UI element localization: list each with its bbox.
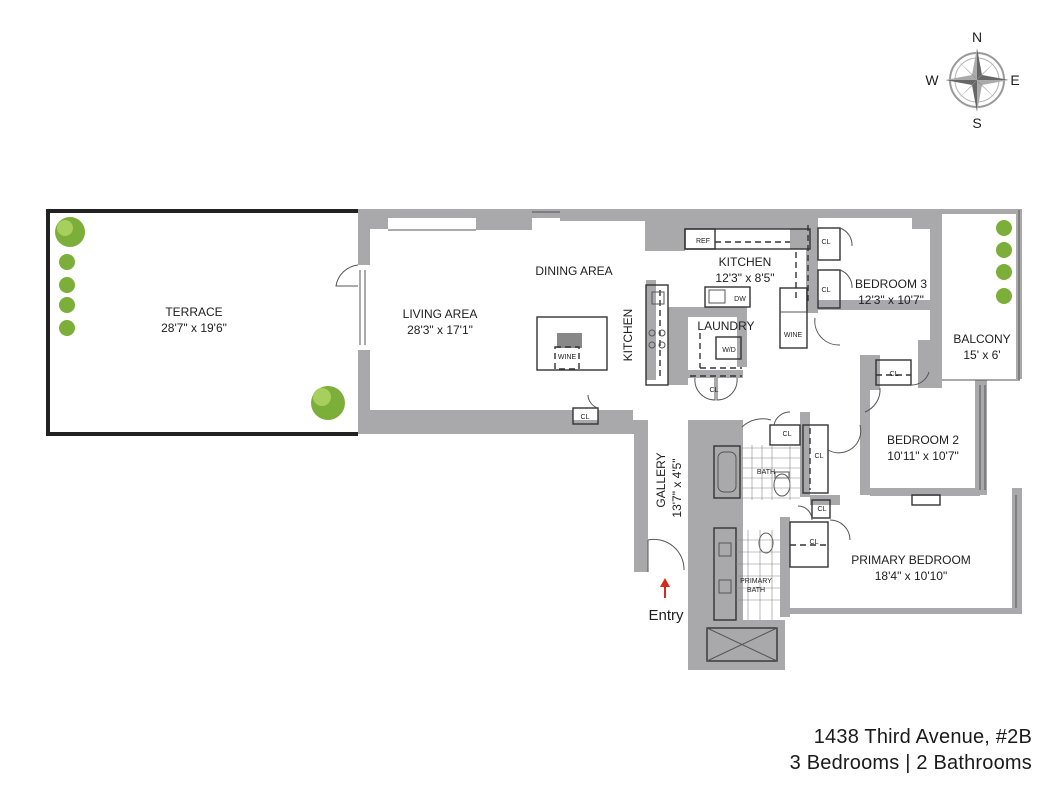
balcony-name: BALCONY <box>953 332 1010 346</box>
bedroom3-size: 12'3" x 10'7" <box>858 293 924 307</box>
closet-label: CL <box>710 387 719 394</box>
primary-bath-label-1: PRIMARY <box>740 578 772 585</box>
compass-s: S <box>972 115 981 131</box>
closet-label: CL <box>815 453 824 460</box>
closet-label: CL <box>810 539 819 546</box>
kitchen-size: 12'3" x 8'5" <box>715 271 774 285</box>
compass-e: E <box>1010 72 1019 88</box>
listing-address: 1438 Third Avenue, #2B <box>813 726 1032 748</box>
kitchen-vertical-label: KITCHEN <box>621 309 635 362</box>
compass-n: N <box>972 29 982 45</box>
shrub-icon <box>59 254 75 336</box>
balcony-size: 15' x 6' <box>963 348 1000 362</box>
fixture-labels: REF DW W/D WINE WINE CL CL CL CL CL CL C… <box>558 238 899 546</box>
closet-label: CL <box>822 239 831 246</box>
wine-label: WINE <box>558 354 577 361</box>
living-size: 28'3" x 17'1" <box>407 323 473 337</box>
primary-bedroom-name: PRIMARY BEDROOM <box>851 553 971 567</box>
gallery-size: 13'7" x 4'5" <box>670 458 684 517</box>
tree-icon <box>311 386 345 420</box>
terrace-size: 28'7" x 19'6" <box>161 321 227 335</box>
kitchen-name: KITCHEN <box>719 255 772 269</box>
wd-label: W/D <box>722 347 736 354</box>
compass-rose-icon: N S E W <box>925 29 1019 131</box>
laundry-label: LAUNDRY <box>697 319 754 333</box>
ref-label: REF <box>696 238 710 245</box>
shrub-icon <box>996 220 1012 304</box>
closet-label: CL <box>890 371 899 378</box>
closet-label: CL <box>581 414 590 421</box>
room-labels: TERRACE 28'7" x 19'6" LIVING AREA 28'3" … <box>161 255 1011 594</box>
bedroom3-name: BEDROOM 3 <box>855 277 927 291</box>
bedroom2-name: BEDROOM 2 <box>887 433 959 447</box>
dining-name: DINING AREA <box>535 264 612 278</box>
closet-label: CL <box>818 506 827 513</box>
bath-label: BATH <box>757 469 775 476</box>
wine-label-2: WINE <box>784 332 803 339</box>
compass-w: W <box>925 72 939 88</box>
gallery-name: GALLERY <box>654 452 668 507</box>
entry-label: Entry <box>648 607 684 624</box>
closet-label: CL <box>822 287 831 294</box>
interior-lines <box>335 210 1020 662</box>
dw-label: DW <box>734 296 746 303</box>
terrace-name: TERRACE <box>165 305 222 319</box>
entry-arrow-icon <box>660 578 670 598</box>
listing-summary: 3 Bedrooms | 2 Bathrooms <box>789 752 1032 774</box>
closet-label: CL <box>783 431 792 438</box>
primary-bedroom-size: 18'4" x 10'10" <box>875 569 948 583</box>
living-name: LIVING AREA <box>403 307 478 321</box>
primary-bath-label-2: BATH <box>747 587 765 594</box>
tree-icon <box>55 217 85 247</box>
bedroom2-size: 10'11" x 10'7" <box>887 449 959 463</box>
terrace <box>46 209 358 436</box>
